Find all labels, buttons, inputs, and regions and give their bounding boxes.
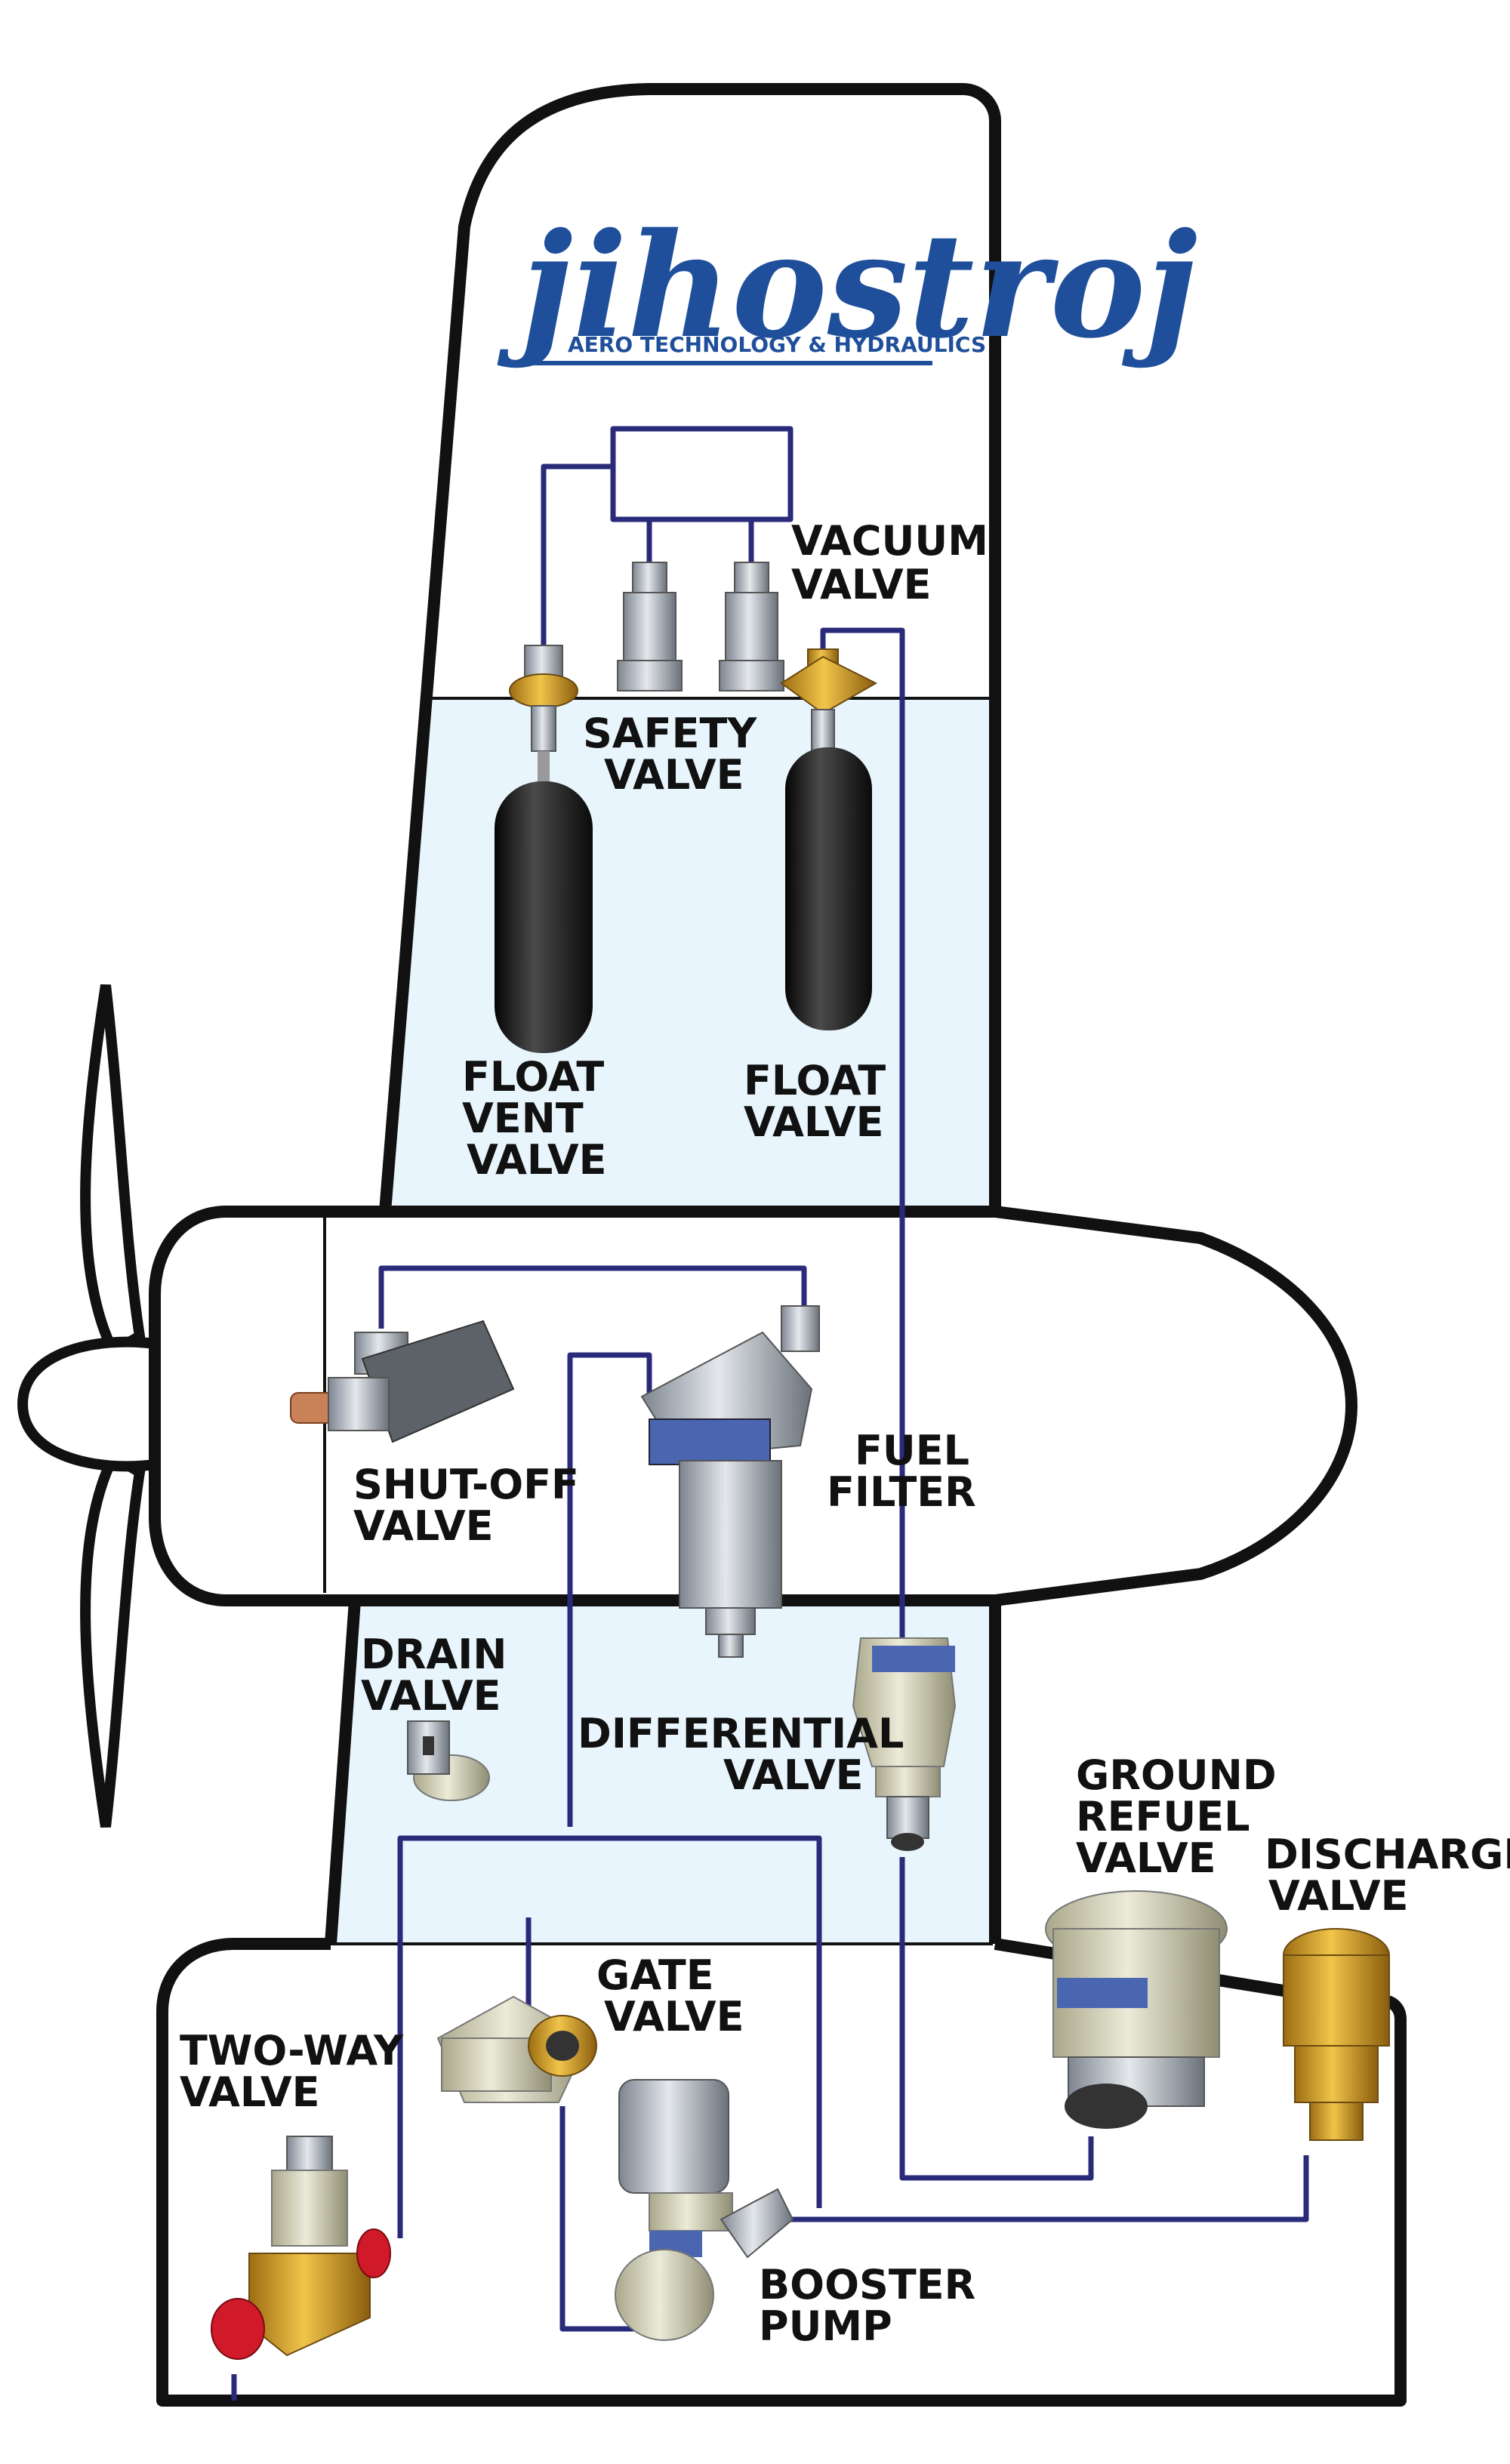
float-valve-icon	[780, 648, 878, 1030]
vacuum-valve-icon	[617, 562, 784, 691]
differential-valve-icon	[852, 1637, 957, 1851]
fin-tank-outline	[379, 83, 1001, 1212]
drain-valve-icon	[407, 1720, 490, 1801]
vent-manifold-box	[610, 426, 794, 522]
pipe-main-header	[397, 1835, 822, 2238]
propeller-icon	[17, 984, 160, 1828]
pipe-booster-discharge	[744, 2155, 1309, 2222]
fuel-filter-icon	[640, 1305, 820, 1658]
pipe-gate-booster	[559, 2106, 638, 2332]
discharge-valve-icon	[1283, 1928, 1390, 2141]
jihostroj-logo: jihostroj AERO TECHNOLOGY & HYDRAULICS	[497, 202, 1197, 370]
pipe-vent-left	[541, 464, 613, 645]
pipe-float-to-differential	[820, 627, 905, 1646]
logo-tagline: AERO TECHNOLOGY & HYDRAULICS	[568, 332, 986, 357]
pipe-filter-inlet	[567, 1352, 652, 1827]
ground-refuel-valve-icon	[1045, 1890, 1228, 2129]
fuel-pipes	[231, 426, 1309, 2401]
pipe-shutoff-filter	[378, 1265, 807, 1329]
booster-pump-icon	[615, 2079, 794, 2341]
gate-valve-icon	[436, 1995, 597, 2103]
shut-off-valve-icon	[290, 1320, 515, 1443]
pipe-differential-refuel	[899, 1857, 1094, 2181]
fuel-region-mid	[331, 1604, 993, 1944]
logo-wordmark: jihostroj	[497, 202, 1197, 370]
middle-section-outline	[325, 1600, 1001, 1945]
two-way-valve-icon	[211, 2136, 391, 2360]
float-vent-valve-icon	[495, 645, 593, 1053]
